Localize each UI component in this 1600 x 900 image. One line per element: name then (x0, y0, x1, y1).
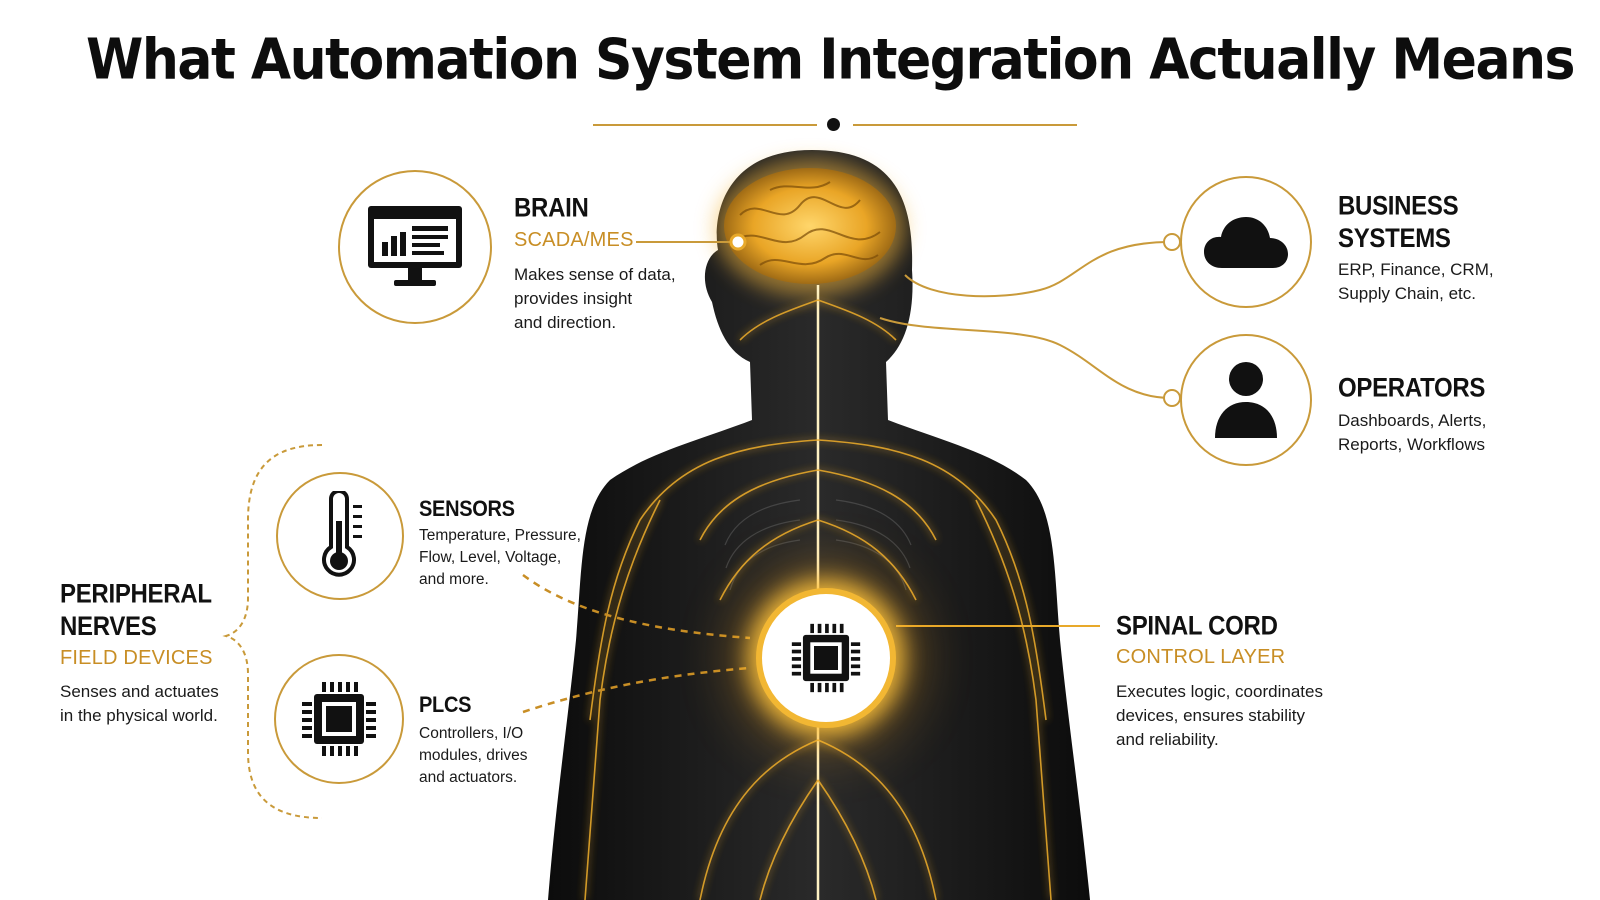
thermometer-icon (322, 491, 362, 577)
business-description: ERP, Finance, CRM,Supply Chain, etc. (1338, 260, 1494, 303)
business-circle (1180, 176, 1312, 308)
brain-folds (734, 181, 881, 266)
spinal-subheading: CONTROL LAYER (1116, 646, 1286, 668)
title-divider-left (593, 124, 817, 126)
sensors-heading: SENSORS (419, 497, 515, 522)
brain-heading: BRAIN (514, 193, 589, 224)
peripheral-bracket (222, 444, 323, 819)
ribcage (724, 499, 912, 591)
nerve-network (584, 299, 1052, 900)
sensors-circle (276, 472, 404, 600)
plcs-connector (522, 666, 751, 714)
brain-subheading: SCADA/MES (514, 229, 634, 251)
brain-shape (724, 168, 896, 284)
peripheral-subheading: FIELD DEVICES (60, 647, 213, 669)
operators-description: Dashboards, Alerts,Reports, Workflows (1338, 411, 1487, 454)
operators-circle (1180, 334, 1312, 466)
chip-icon (302, 682, 376, 756)
plcs-circle (274, 654, 404, 784)
business-connector (904, 241, 1171, 298)
monitor-icon (368, 206, 462, 286)
cloud-icon (1204, 217, 1288, 268)
spinal-heading: SPINAL CORD (1116, 611, 1278, 642)
sensors-description: Temperature, Pressure,Flow, Level, Volta… (419, 527, 581, 588)
person-icon (1215, 362, 1277, 438)
title-divider-dot (827, 118, 840, 131)
operators-connector (879, 317, 1173, 399)
sensors-connector (522, 573, 751, 640)
operators-heading: OPERATORS (1338, 373, 1486, 404)
spinal-circle (756, 588, 896, 728)
brain-circle (338, 170, 492, 324)
page-title: What Automation System Integration Actua… (85, 27, 1576, 93)
title-divider-right (853, 124, 1077, 126)
chip-icon (791, 623, 861, 693)
plcs-heading: PLCS (419, 693, 472, 718)
